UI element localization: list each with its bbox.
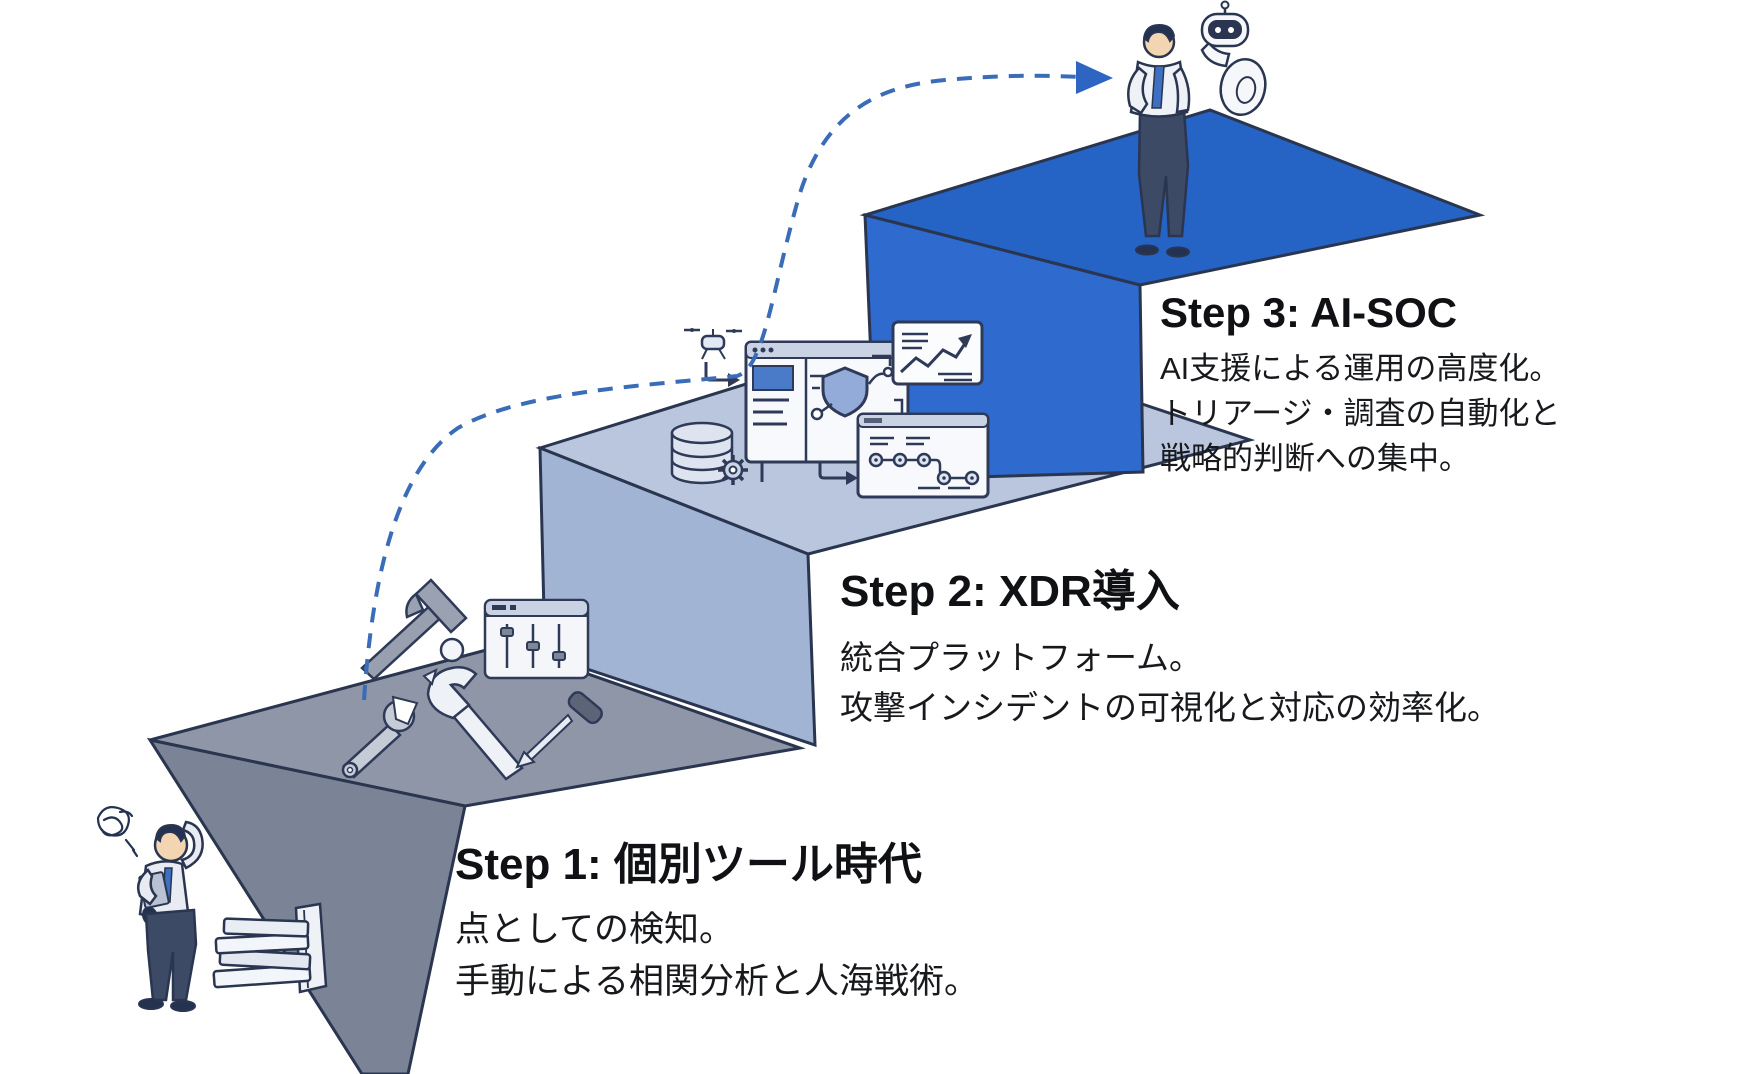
wrench-icon [341,695,419,779]
shield-icon [821,366,869,418]
step2-line-1: 統合プラットフォーム。 [840,639,1203,676]
books-stack-icon [212,902,328,994]
step1-title: Step 1: 個別ツール時代 [455,840,922,889]
step2-left-face [538,445,817,748]
dashed-progress-arrow [362,61,1113,701]
drone-icon [684,328,742,360]
step1-line-1: 点としての検知。 [455,910,734,949]
step3-line-2: トリアージ・調査の自動化と [1160,396,1561,431]
arrow-head [1076,61,1113,94]
screwdriver-icon [515,691,603,769]
hammer-icon [360,578,468,681]
step1-label-block: Step 1: 個別ツール時代 点としての検知。 手動による相関分析と人海戦術。 [455,838,979,1008]
ai-robot-icon [1200,0,1267,117]
step3-line-1: AI支援による運用の高度化。 [1160,351,1561,386]
adjustable-wrench-icon [422,637,524,781]
step2-label-block: Step 2: XDR導入 統合プラットフォーム。 攻撃インシデントの可視化と対… [840,565,1500,733]
confusion-scribble-icon [96,806,139,858]
confused-analyst-figure [137,820,204,1012]
step2-line-2: 攻撃インシデントの可視化と対応の効率化。 [840,689,1500,726]
analyst-figure [1127,23,1191,258]
step2-title: Step 2: XDR導入 [840,567,1180,616]
step1-line-2: 手動による相関分析と人海戦術。 [455,962,979,1001]
step3-title: Step 3: AI-SOC [1160,289,1458,336]
timeline-window-icon [856,412,990,499]
gear-icon [718,455,748,485]
right-arrow-icon [818,456,858,485]
settings-sliders-window-icon [483,598,590,680]
step3-line-3: 戦略的判断への集中。 [1160,441,1470,476]
line-chart-card-icon [891,320,984,386]
database-icon [670,421,734,485]
step3-label-block: Step 3: AI-SOC AI支援による運用の高度化。 トリアージ・調査の自… [1160,288,1561,481]
